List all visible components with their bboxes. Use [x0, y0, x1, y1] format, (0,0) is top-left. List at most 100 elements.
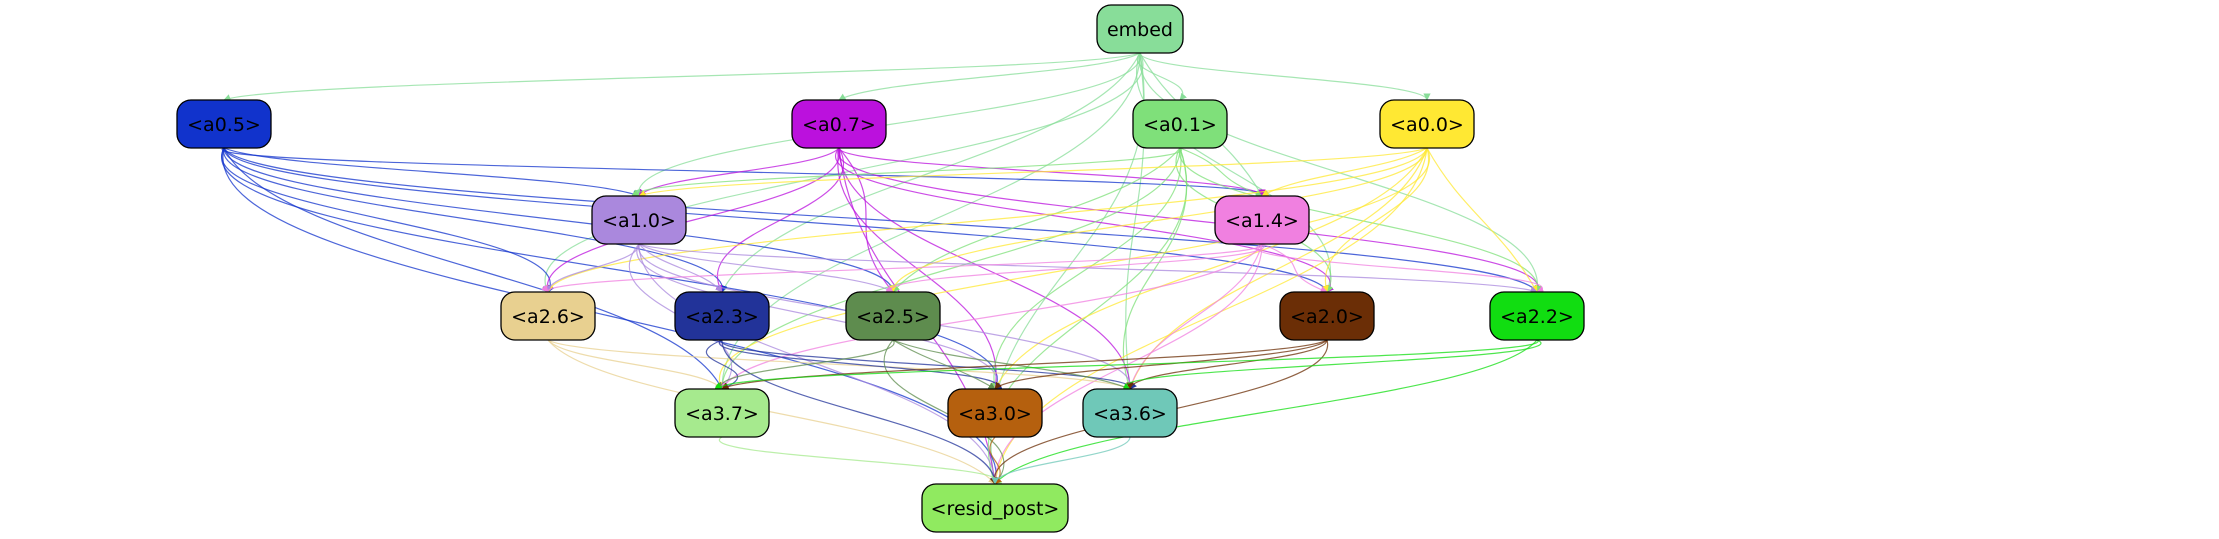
node-a1-0[interactable]: <a1.0>	[591, 195, 687, 245]
edge-a0_5-to-a2_6	[221, 147, 555, 293]
edge-embed-to-a0_0	[1139, 52, 1431, 101]
node-label: <a1.4>	[1225, 210, 1299, 232]
node-box	[1132, 99, 1228, 149]
edge-a1_4-to-a2_0	[1261, 243, 1328, 293]
edge-embed-to-a0_7	[838, 52, 1141, 101]
node-box	[1214, 195, 1310, 245]
edge-a1_0-to-a3_0	[636, 243, 1002, 390]
edge-embed-to-a2_3	[721, 52, 1141, 293]
edge-a0_5-to-a3_7	[223, 147, 723, 390]
node-box	[1096, 4, 1184, 54]
node-label: <a0.1>	[1143, 114, 1217, 136]
node-box	[1489, 291, 1585, 341]
edge-a0_0-to-a1_4	[1261, 147, 1428, 197]
node-a0-5[interactable]: <a0.5>	[176, 99, 272, 149]
node-box	[1082, 388, 1178, 438]
edge-a2_5-to-resid_post	[883, 339, 1005, 485]
edge-a2_3-to-resid_post	[721, 339, 999, 485]
edge-embed-to-a2_2	[1139, 52, 1542, 293]
node-box	[176, 99, 272, 149]
edge-a2_5-to-a3_7	[715, 339, 895, 390]
node-a0-7[interactable]: <a0.7>	[791, 99, 887, 149]
node-label: <a3.6>	[1093, 403, 1167, 425]
node-a2-0[interactable]: <a2.0>	[1279, 291, 1375, 341]
node-box	[791, 99, 887, 149]
edge-a2_2-to-resid_post	[994, 339, 1538, 485]
edge-a0_0-to-a2_6	[546, 147, 1428, 293]
node-a3-6[interactable]: <a3.6>	[1082, 388, 1178, 438]
node-box	[845, 291, 941, 341]
edge-a0_0-to-a2_2	[1426, 147, 1538, 293]
node-resid-post[interactable]: <resid_post>	[921, 483, 1069, 533]
edge-a0_1-to-a1_4	[1179, 147, 1263, 197]
node-box	[1379, 99, 1475, 149]
node-box	[674, 291, 770, 341]
node-label: <a2.0>	[1290, 306, 1364, 328]
node-a3-0[interactable]: <a3.0>	[947, 388, 1043, 438]
node-label: <a3.0>	[958, 403, 1032, 425]
node-a2-6[interactable]: <a2.6>	[500, 291, 596, 341]
node-box	[591, 195, 687, 245]
edge-a1_4-to-a2_5	[885, 243, 1265, 293]
node-a0-0[interactable]: <a0.0>	[1379, 99, 1475, 149]
node-a2-5[interactable]: <a2.5>	[845, 291, 941, 341]
edge-a2_2-to-a3_7	[714, 339, 1539, 390]
edge-a0_1-to-a2_5	[892, 147, 1181, 293]
node-box	[921, 483, 1069, 533]
node-label: <a2.3>	[685, 306, 759, 328]
edge-a0_0-to-a2_0	[1321, 147, 1430, 293]
edge-a1_4-to-a2_6	[541, 243, 1263, 293]
edge-a0_7-to-a2_6	[542, 147, 840, 293]
edge-a2_0-to-a3_6	[1126, 339, 1328, 390]
node-a2-3[interactable]: <a2.3>	[674, 291, 770, 341]
edge-embed-to-a1_0	[633, 52, 1141, 197]
edge-a0_5-to-a3_0	[221, 147, 1002, 390]
edge-a1_4-to-a3_6	[1128, 243, 1263, 390]
edge-embed-to-a0_1	[1136, 52, 1187, 101]
edge-a0_1-to-a1_0	[631, 147, 1182, 197]
node-a3-7[interactable]: <a3.7>	[674, 388, 770, 438]
node-label: <a0.5>	[187, 114, 261, 136]
edge-a0_7-to-a1_4	[838, 147, 1266, 197]
edge-a2_5-to-a3_0	[892, 339, 996, 390]
edge-a0_5-to-a2_0	[223, 147, 1329, 293]
node-label: embed	[1107, 19, 1173, 41]
edge-a2_0-to-a3_0	[994, 339, 1328, 390]
edge-a2_0-to-a3_7	[721, 339, 1328, 390]
node-label: <a2.2>	[1500, 306, 1574, 328]
edge-a0_5-to-a2_5	[223, 147, 897, 293]
edge-a2_6-to-resid_post	[547, 339, 996, 485]
edge-a1_4-to-a3_7	[721, 243, 1263, 390]
node-box	[500, 291, 596, 341]
edge-a2_2-to-a3_6	[1122, 339, 1542, 390]
edge-a1_0-to-a2_5	[638, 243, 894, 293]
node-a0-1[interactable]: <a0.1>	[1132, 99, 1228, 149]
node-label: <a0.0>	[1390, 114, 1464, 136]
node-box	[674, 388, 770, 438]
node-a2-2[interactable]: <a2.2>	[1489, 291, 1585, 341]
node-embed[interactable]: embed	[1096, 4, 1184, 54]
edge-a3_7-to-resid_post	[718, 436, 1003, 485]
nodes-layer: embed <a0.5> <a0.7> <a0.1> <a0.0> <a1.0> <a1.4…	[176, 4, 1585, 533]
node-box	[947, 388, 1043, 438]
node-box	[1279, 291, 1375, 341]
edge-a1_4-to-a2_2	[1256, 243, 1545, 293]
edge-a0_7-to-a2_5	[838, 147, 894, 293]
edge-a2_5-to-a3_6	[892, 339, 1131, 390]
node-label: <a2.5>	[856, 306, 930, 328]
edge-a0_7-to-a3_6	[838, 147, 1134, 390]
edge-a0_1-to-a2_2	[1179, 147, 1543, 293]
edge-a3_6-to-resid_post	[991, 436, 1131, 485]
node-label: <a1.0>	[602, 210, 676, 232]
edge-a0_5-to-a2_3	[223, 147, 728, 293]
edge-a0_7-to-a1_0	[638, 147, 840, 197]
edge-a0_0-to-a3_0	[994, 147, 1428, 390]
edge-a0_7-to-a3_0	[837, 147, 1000, 390]
edge-a2_3-to-a3_7	[705, 339, 739, 390]
node-label: <a2.6>	[511, 306, 585, 328]
edge-a0_0-to-a1_0	[638, 147, 1428, 197]
edge-a1_0-to-a2_6	[544, 243, 640, 293]
edge-a2_3-to-a3_0	[718, 339, 1003, 390]
edge-a2_3-to-a3_6	[721, 339, 1137, 390]
node-a1-4[interactable]: <a1.4>	[1214, 195, 1310, 245]
